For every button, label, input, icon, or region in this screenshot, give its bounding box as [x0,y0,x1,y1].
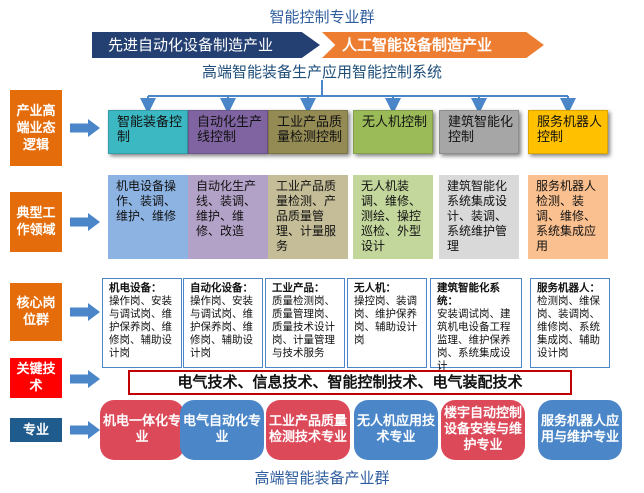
post-box-building: 建筑智能化系统： 安装调试岗、建筑机电设备工程监理、维护保养岗、系统集成设计 [430,278,522,372]
post-body: 检测岗、维保岗、装调岗、维修岗、系统集成岗、辅助设计岗 [537,295,600,359]
bottom-title: 高端智能装备产业群 [254,469,390,487]
system-title: 高端智能装备生产应用智能控制系统 [201,63,442,81]
arrow-right-icon [70,370,100,388]
post-title: 工业产品： [272,282,325,294]
logic-box-automation-line: 自动化生产线控制 [188,110,268,154]
post-body: 操作岗、安装与调试岗、维护保养岗、维修岗、辅助设计岗 [190,295,253,359]
post-box-drone: 无人机： 操控岗、装调岗、维护保养岗、辅助设计岗 [347,278,427,368]
major-mechatronics: 机电一体化专业 [100,400,184,460]
side-label-key-tech: 关键技术 [10,358,62,398]
post-title: 机电设备： [109,282,162,294]
banner-advanced-automation: 先进自动化设备制造产业 [92,32,320,58]
post-box-industrial-product: 工业产品： 质量检测岗、质量管理岗、质量技术设计岗、计量管理与技术服务 [265,278,345,368]
post-body: 操作岗、安装与调试岗、维护保养岗、维修岗、辅助设计岗 [109,295,172,359]
post-title: 服务机器人： [537,282,600,294]
major-building-automation: 楼宇自动控制设备安装与维护专业 [441,400,525,460]
side-label-industry-logic: 产业高端业态逻辑 [10,90,62,166]
work-area-automation-line: 自动化生产线、装调、维护、维修、改造 [188,175,268,259]
post-body: 质量检测岗、质量管理岗、质量技术设计岗、计量管理与技术服务 [272,295,335,359]
work-area-quality: 工业产品质量检测、产品质量管理、计量服务 [268,175,348,259]
work-area-drone: 无人机装调、维修、测绘、操控巡检、外型设计 [353,175,433,259]
banner-ai-manufacturing: 人工智能设备制造产业 [322,32,544,58]
side-label-majors: 专业 [10,418,62,442]
side-label-core-posts: 核心岗位群 [10,283,62,341]
work-area-building: 建筑智能化系统集成设计、装调、系统维护管理 [439,175,519,259]
key-tech-box: 电气技术、信息技术、智能控制技术、电气装配技术 [128,370,572,395]
logic-box-smart-equipment: 智能装备控制 [108,110,188,154]
side-label-work-areas: 典型工作领域 [10,192,62,252]
arrow-right-icon [70,213,100,231]
work-area-mechatronic: 机电设备操作、装调、维护、维修 [108,175,188,259]
post-title: 建筑智能化系统： [437,282,500,307]
arrow-right-icon [70,421,100,439]
post-box-mechatronic: 机电设备： 操作岗、安装与调试岗、维护保养岗、维修岗、辅助设计岗 [102,278,182,368]
top-title: 智能控制专业群 [269,8,375,26]
post-body: 操控岗、装调岗、维护保养岗、辅助设计岗 [354,295,417,346]
major-quality-inspection: 工业产品质量检测技术专业 [266,400,350,460]
post-box-robot: 服务机器人： 检测岗、维保岗、装调岗、维修岗、系统集成岗、辅助设计岗 [530,278,610,368]
logic-box-drone: 无人机控制 [353,110,433,154]
logic-box-service-robot: 服务机器人控制 [528,110,608,154]
logic-box-quality-inspection: 工业产品质量检测控制 [268,110,348,154]
major-drone-tech: 无人机应用技术专业 [354,400,438,460]
post-body: 安装调试岗、建筑机电设备工程监理、维护保养岗、系统集成设计 [437,308,511,372]
major-service-robot: 服务机器人应用与维护专业 [538,400,622,460]
work-area-robot: 服务机器人检测、装调、维修、系统集成应用 [528,175,608,259]
arrow-right-icon [70,119,100,137]
logic-box-building-intelligence: 建筑智能化控制 [439,110,519,154]
arrow-right-icon [70,303,100,321]
post-title: 自动化设备： [190,282,253,294]
post-box-automation: 自动化设备： 操作岗、安装与调试岗、维护保养岗、维修岗、辅助设计岗 [183,278,263,368]
post-title: 无人机： [354,282,396,294]
major-electrical-automation: 电气自动化专业 [180,400,264,460]
